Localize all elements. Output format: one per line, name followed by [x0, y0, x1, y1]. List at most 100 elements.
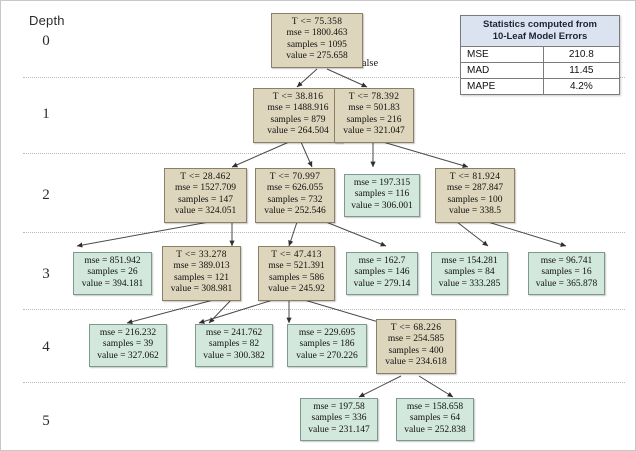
node-samples: samples = 26 [87, 267, 138, 278]
node-condition: T <= 47.413 [271, 250, 322, 260]
depth-separator-3-4 [23, 309, 625, 310]
depth-separator-2-3 [23, 232, 625, 233]
node-value: value = 264.504 [267, 126, 329, 137]
node-samples: samples = 64 [409, 413, 461, 424]
stats-value-mad: 11.45 [542, 62, 621, 79]
tree-node-n2[interactable]: T <= 78.392 mse = 501.83 samples = 216 v… [334, 88, 414, 143]
node-value: value = 279.14 [353, 278, 411, 289]
node-samples: samples = 879 [270, 114, 326, 125]
node-condition: T <= 28.462 [180, 172, 231, 182]
node-value: value = 333.285 [438, 278, 501, 289]
tree-node-n16[interactable]: T <= 68.226 mse = 254.585 samples = 400 … [376, 319, 456, 374]
node-mse: mse = 162.7 [358, 256, 406, 266]
depth-level-5: 5 [42, 413, 50, 429]
node-mse: mse = 287.847 [446, 183, 504, 194]
stats-value-mse: 210.8 [542, 46, 621, 63]
node-samples: samples = 1095 [287, 39, 347, 50]
node-mse: mse = 241.762 [205, 328, 263, 338]
tree-node-n12[interactable]: mse = 96.741 samples = 16 value = 365.87… [528, 252, 605, 296]
node-samples: samples = 216 [346, 114, 402, 125]
node-mse: mse = 1527.709 [174, 183, 237, 194]
node-condition: T <= 68.226 [390, 323, 442, 333]
node-samples: samples = 586 [269, 272, 324, 283]
node-samples: samples = 732 [267, 194, 323, 205]
depth-level-1: 1 [42, 106, 50, 122]
tree-node-n1[interactable]: T <= 38.816 mse = 1488.916 samples = 879… [253, 88, 343, 143]
node-mse: mse = 521.391 [268, 261, 325, 272]
node-condition: T <= 33.278 [176, 250, 227, 260]
stats-title-line1: Statistics computed from [482, 19, 598, 30]
stats-metric-mape: MAPE [460, 78, 544, 95]
tree-node-n13[interactable]: mse = 216.232 samples = 39 value = 327.0… [89, 324, 167, 368]
node-condition: T <= 75.358 [291, 17, 343, 27]
node-mse: mse = 254.585 [387, 334, 445, 345]
tree-node-n15[interactable]: mse = 229.695 samples = 186 value = 270.… [287, 324, 367, 368]
node-mse: mse = 851.942 [84, 256, 141, 266]
tree-node-n5[interactable]: mse = 197.315 samples = 116 value = 306.… [344, 174, 420, 218]
node-mse: mse = 158.658 [406, 402, 464, 412]
node-value: value = 231.147 [308, 424, 370, 435]
node-value: value = 252.838 [404, 424, 466, 435]
edge-label-false: False [356, 58, 379, 69]
depth-level-4: 4 [42, 339, 50, 355]
depth-level-3: 3 [42, 266, 50, 282]
tree-node-n10[interactable]: mse = 162.7 samples = 146 value = 279.14 [346, 252, 418, 296]
node-mse: mse = 197.315 [353, 178, 411, 188]
tree-node-n17[interactable]: mse = 197.58 samples = 336 value = 231.1… [300, 398, 378, 442]
node-value: value = 338.5 [448, 206, 502, 217]
node-value: value = 275.658 [286, 51, 348, 62]
node-value: value = 324.051 [174, 206, 237, 217]
tree-node-n4[interactable]: T <= 70.997 mse = 626.055 samples = 732 … [255, 168, 335, 223]
node-samples: samples = 84 [444, 267, 495, 278]
node-value: value = 300.382 [203, 350, 265, 361]
node-value: value = 365.878 [535, 278, 598, 289]
depth-separator-0-1 [23, 77, 625, 78]
tree-node-n11[interactable]: mse = 154.281 samples = 84 value = 333.2… [431, 252, 508, 296]
node-samples: samples = 82 [208, 339, 260, 350]
node-samples: samples = 100 [447, 194, 503, 205]
stats-value-mape: 4.2% [542, 78, 621, 95]
tree-node-n8[interactable]: T <= 33.278 mse = 389.013 samples = 121 … [162, 246, 241, 301]
node-samples: samples = 121 [174, 272, 229, 283]
node-samples: samples = 147 [178, 194, 233, 205]
node-mse: mse = 626.055 [266, 183, 324, 194]
node-mse: mse = 197.58 [313, 402, 365, 412]
node-condition: T <= 38.816 [272, 92, 324, 102]
tree-node-n0[interactable]: T <= 75.358 mse = 1800.463 samples = 109… [271, 13, 363, 68]
node-samples: samples = 39 [102, 339, 154, 350]
stats-title-line2: 10-Leaf Model Errors [492, 31, 588, 42]
table-row: MAD 11.45 [460, 62, 621, 79]
node-mse: mse = 96.741 [540, 256, 593, 266]
node-condition: T <= 81.924 [449, 172, 501, 182]
node-value: value = 245.92 [268, 284, 325, 295]
depth-separator-1-2 [23, 153, 625, 154]
depth-level-2: 2 [42, 187, 50, 203]
node-mse: mse = 501.83 [348, 103, 400, 114]
node-samples: samples = 146 [354, 267, 410, 278]
stats-metric-mad: MAD [460, 62, 544, 79]
tree-node-n6[interactable]: T <= 81.924 mse = 287.847 samples = 100 … [435, 168, 515, 223]
depth-axis-label: Depth [29, 13, 65, 28]
tree-node-n3[interactable]: T <= 28.462 mse = 1527.709 samples = 147… [164, 168, 247, 223]
depth-level-0: 0 [42, 33, 50, 49]
node-value: value = 321.047 [343, 126, 405, 137]
tree-node-n18[interactable]: mse = 158.658 samples = 64 value = 252.8… [396, 398, 474, 442]
node-mse: mse = 389.013 [173, 261, 230, 272]
table-row: MAPE 4.2% [460, 78, 621, 95]
node-mse: mse = 216.232 [99, 328, 157, 338]
tree-node-n9[interactable]: T <= 47.413 mse = 521.391 samples = 586 … [258, 246, 335, 301]
node-samples: samples = 186 [299, 339, 355, 350]
node-samples: samples = 400 [388, 345, 444, 356]
tree-node-n14[interactable]: mse = 241.762 samples = 82 value = 300.3… [195, 324, 273, 368]
node-mse: mse = 1800.463 [286, 28, 348, 39]
node-mse: mse = 1488.916 [267, 103, 329, 114]
node-value: value = 252.546 [264, 206, 326, 217]
tree-node-n7[interactable]: mse = 851.942 samples = 26 value = 394.1… [73, 252, 152, 296]
node-value: value = 327.062 [97, 350, 159, 361]
depth-separator-4-5 [23, 382, 625, 383]
table-row: MSE 210.8 [460, 46, 621, 63]
node-value: value = 306.001 [351, 200, 413, 211]
